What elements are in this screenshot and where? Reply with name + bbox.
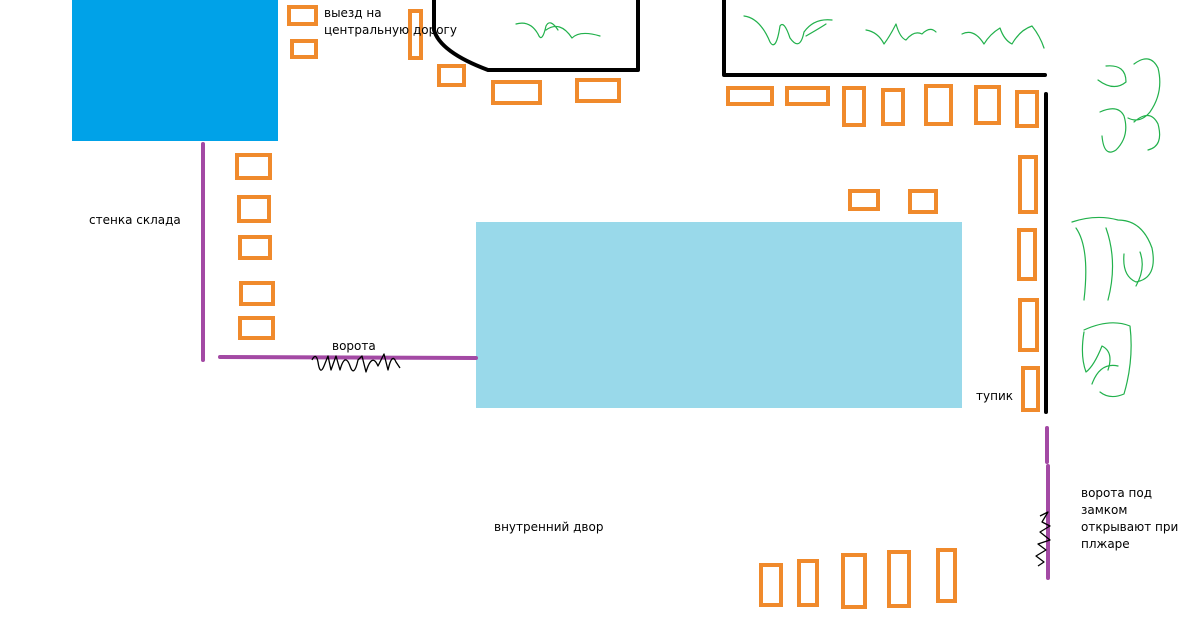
locked-gate-label: ворота под замком открывают при плжаре — [1081, 486, 1179, 551]
road-curb-left — [432, 0, 640, 72]
shrubs — [515, 15, 1161, 398]
parking-spot — [238, 235, 272, 260]
parking-spot — [237, 195, 271, 223]
courtyard-label: внутренний двор — [494, 520, 604, 534]
warehouse-block — [72, 0, 278, 141]
parking-spots — [235, 5, 1040, 609]
road-curb-right — [722, 0, 1047, 77]
parking-spot — [1017, 228, 1037, 281]
parking-spot — [239, 281, 275, 306]
gate-lines — [201, 142, 1050, 580]
roads — [432, 0, 1048, 414]
parking-spot — [974, 85, 1001, 125]
parking-spot — [287, 5, 318, 26]
parking-spot — [238, 316, 275, 340]
parking-spot — [1018, 155, 1038, 214]
shrub-icon — [743, 15, 833, 46]
shrub-icon — [1081, 322, 1132, 398]
parking-spot — [887, 550, 911, 608]
parking-spot — [936, 548, 957, 603]
gate-scribble — [311, 353, 401, 373]
parking-spot — [235, 153, 272, 180]
parking-spot — [437, 64, 466, 87]
parking-spot — [1021, 366, 1040, 412]
parking-spot — [797, 559, 819, 607]
courtyard-area — [476, 222, 962, 408]
gate-line — [218, 355, 478, 360]
dead-end-label: тупик — [976, 389, 1013, 403]
locked-gate-line — [1045, 426, 1050, 580]
parking-spot — [726, 86, 774, 106]
shrub-icon — [1071, 216, 1154, 301]
parking-spot — [491, 80, 542, 105]
parking-spot — [290, 39, 318, 59]
warehouse-wall-label: стенка склада — [89, 213, 181, 227]
shrub-icon — [515, 22, 601, 39]
shrub-icon — [961, 25, 1045, 49]
parking-spot — [842, 86, 866, 127]
parking-spot — [881, 88, 905, 126]
parking-spot — [759, 563, 783, 607]
exit-label: выезд на центральную дорогу — [324, 6, 457, 37]
gate-label: ворота — [332, 339, 376, 353]
parking-spot — [408, 9, 423, 60]
parking-spot — [785, 86, 830, 106]
shrub-icon — [865, 23, 937, 45]
parking-spot — [1015, 90, 1039, 128]
parking-spot — [924, 84, 953, 126]
parking-spot — [575, 78, 621, 103]
parking-spot — [841, 553, 867, 609]
parking-spot — [848, 189, 880, 211]
gate-scribbles — [311, 353, 1051, 567]
locked-gate-scribble — [1035, 511, 1051, 567]
shrub-icon — [1097, 58, 1161, 153]
parking-spot — [908, 189, 938, 214]
parking-spot — [1018, 298, 1039, 352]
